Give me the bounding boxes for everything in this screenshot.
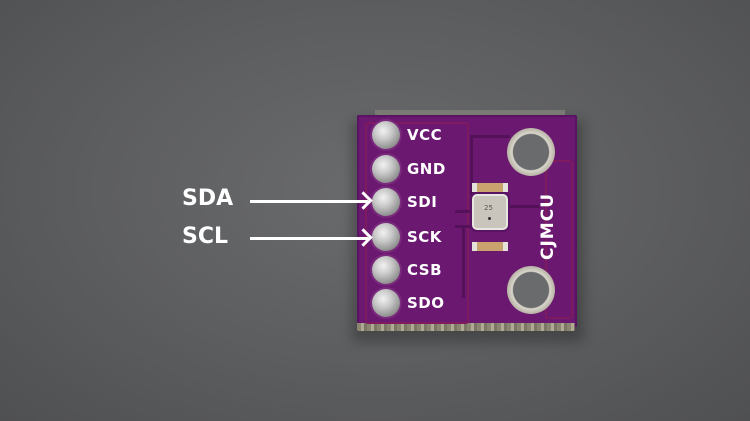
mounting-hole-top — [507, 128, 555, 176]
capacitor-top — [472, 183, 508, 192]
capacitor-bottom — [472, 242, 508, 251]
header-pin-vcc — [372, 121, 400, 149]
header-pin-sck — [372, 223, 400, 251]
annotation-label-sda: SDA — [182, 186, 234, 211]
copper-pour-right — [545, 160, 573, 319]
pin-label-sck: SCK — [407, 228, 442, 246]
pcb-trace — [470, 135, 473, 195]
header-pin-csb — [372, 256, 400, 284]
copper-pour-left — [365, 122, 469, 324]
mounting-hole-bottom — [507, 266, 555, 314]
pcb-trace — [462, 228, 465, 298]
sensor-chip: 25 — [474, 196, 506, 228]
pcb-trace — [455, 225, 473, 228]
pin-label-vcc: VCC — [407, 126, 443, 144]
header-pin-sdi — [372, 188, 400, 216]
arrow-icon-scl — [250, 237, 368, 240]
silkscreen-brand: CJMCU — [538, 193, 558, 260]
chip-marking: 25 — [484, 204, 493, 212]
arrow-icon-sda — [250, 200, 368, 203]
pcb-trace — [470, 135, 510, 138]
pin-label-sdi: SDI — [407, 193, 438, 211]
pcb-trace — [455, 210, 473, 213]
annotation-label-scl: SCL — [182, 224, 229, 249]
chip-vent-hole — [488, 217, 491, 220]
pin-label-sdo: SDO — [407, 294, 445, 312]
header-pin-sdo — [372, 289, 400, 317]
pcb-trace — [510, 205, 540, 208]
header-pin-gnd — [372, 155, 400, 183]
board-bottom-edge — [357, 323, 575, 331]
pin-label-csb: CSB — [407, 261, 443, 279]
pin-label-gnd: GND — [407, 160, 446, 178]
board-top-edge — [375, 110, 565, 116]
